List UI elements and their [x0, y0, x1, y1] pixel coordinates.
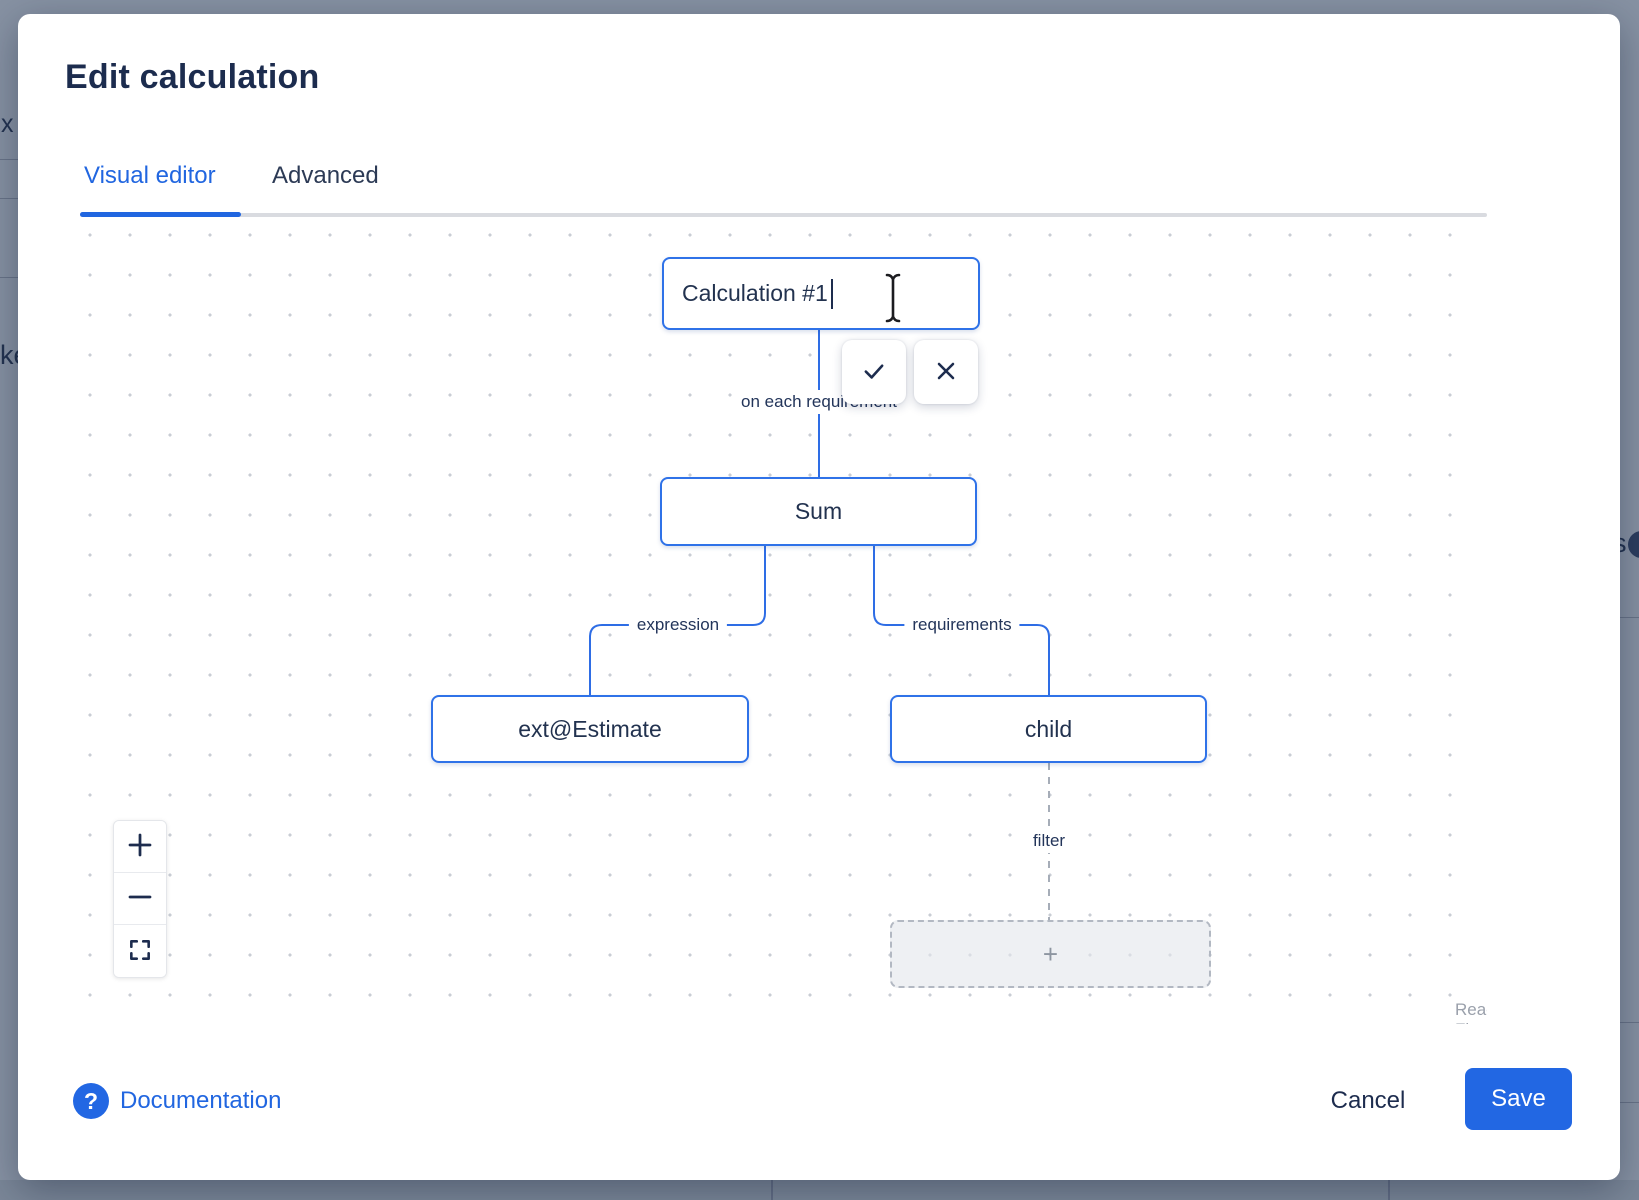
node-child[interactable]: child [890, 695, 1207, 763]
backdrop-text-fragment: s [1620, 528, 1627, 559]
backdrop-divider [1620, 1102, 1639, 1103]
confirm-rename-button[interactable] [842, 340, 906, 404]
active-tab-indicator [80, 212, 241, 217]
save-button[interactable]: Save [1465, 1068, 1572, 1130]
backdrop-left: x ke [0, 0, 18, 1200]
add-filter-placeholder[interactable]: + [890, 920, 1211, 988]
backdrop-divider [1620, 1022, 1639, 1023]
tab-track [80, 213, 1487, 217]
calculation-name-value: Calculation #1 [682, 280, 828, 306]
zoom-in-button[interactable] [114, 821, 166, 873]
fit-view-button[interactable] [114, 925, 166, 977]
dialog-title: Edit calculation [65, 58, 320, 96]
backdrop-text-fragment: x [1, 110, 14, 138]
backdrop-divider [0, 159, 18, 160]
backdrop-divider [1620, 617, 1639, 618]
backdrop-right: s [1620, 0, 1639, 1200]
calculation-name-input[interactable]: Calculation #1 [662, 257, 980, 330]
canvas-controls [113, 820, 167, 978]
documentation-link[interactable]: Documentation [120, 1087, 282, 1114]
edge-label-filter: filter [1024, 829, 1074, 853]
cancel-rename-button[interactable] [914, 340, 978, 404]
edit-calculation-dialog: Edit calculation Visual editor Advanced … [18, 14, 1620, 1180]
backdrop-divider [1388, 1180, 1390, 1200]
react-flow-attribution: React Flow [1455, 1000, 1487, 1024]
edge-label-expression: expression [628, 613, 728, 637]
zoom-out-button[interactable] [114, 873, 166, 925]
backdrop-divider [0, 198, 18, 199]
backdrop-avatar [1628, 531, 1639, 558]
close-icon [932, 357, 960, 388]
text-caret [830, 278, 833, 309]
tab-advanced[interactable]: Advanced [272, 162, 379, 189]
cancel-button[interactable]: Cancel [1308, 1078, 1428, 1124]
flow-edges [589, 330, 1050, 920]
check-icon [860, 357, 888, 388]
fit-view-icon [127, 937, 153, 966]
backdrop-bottom [0, 1180, 1639, 1200]
tab-visual-editor[interactable]: Visual editor [84, 162, 216, 189]
flow-canvas[interactable]: on each requirement expression requireme… [80, 218, 1487, 1024]
plus-icon [125, 830, 155, 863]
edge-label-requirements: requirements [904, 613, 1020, 637]
minus-icon [125, 882, 155, 915]
node-sum[interactable]: Sum [660, 477, 977, 546]
backdrop-divider [771, 1180, 773, 1200]
help-icon[interactable]: ? [73, 1083, 109, 1119]
backdrop-text-fragment: ke [0, 340, 18, 370]
backdrop-divider [0, 277, 18, 278]
node-ext-estimate[interactable]: ext@Estimate [431, 695, 749, 763]
